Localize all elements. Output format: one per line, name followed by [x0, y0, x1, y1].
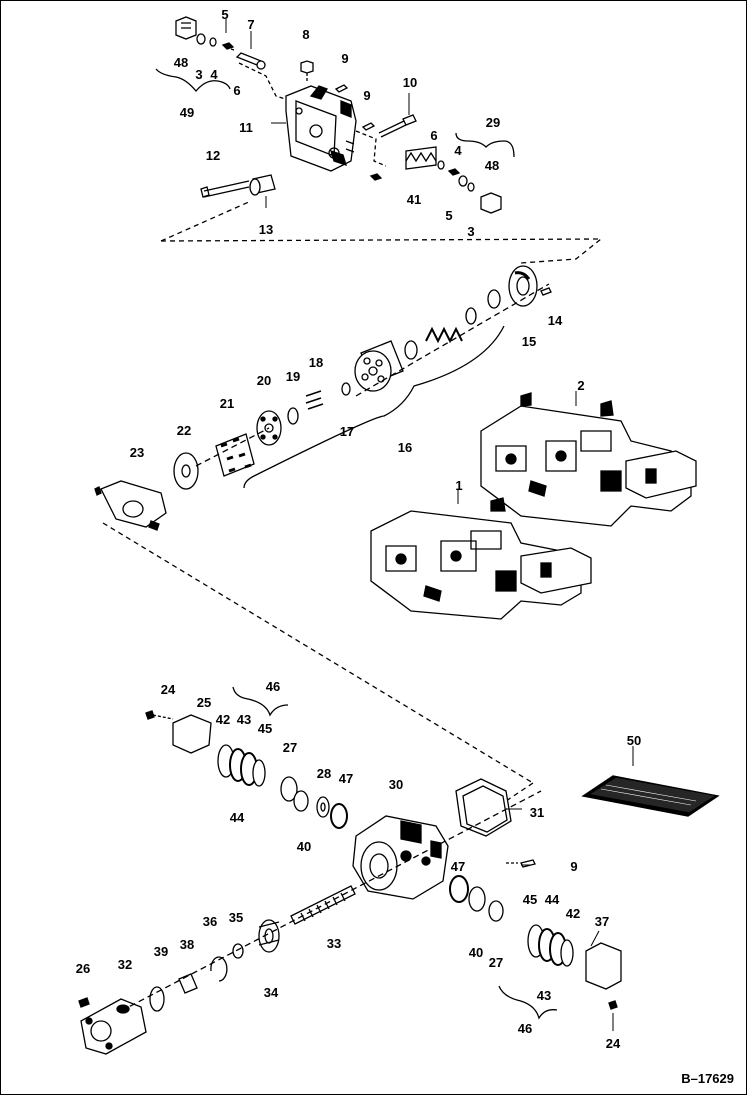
dowel-9b: [361, 122, 376, 131]
callout-22: 22: [176, 423, 192, 438]
callout-4: 4: [454, 143, 462, 158]
callout-29: 29: [485, 115, 501, 130]
callout-41: 41: [406, 192, 422, 207]
gear-pump-32-drawing: [80, 998, 147, 1055]
callout-8: 8: [302, 27, 310, 42]
bracket-29: [455, 132, 515, 158]
callout-5: 5: [445, 208, 453, 223]
callout-7: 7: [247, 17, 255, 32]
port-plate-15-drawing: [508, 265, 538, 307]
callout-11: 11: [239, 120, 253, 135]
callout-25: 25: [196, 695, 212, 710]
thrust-washer-22-drawing: [173, 452, 199, 490]
callout-38: 38: [179, 937, 195, 952]
cover-25-drawing: [172, 714, 212, 754]
callout-32: 32: [117, 957, 133, 972]
callout-43: 43: [536, 988, 552, 1003]
callout-44: 44: [544, 892, 560, 907]
plug-8-drawing: [300, 60, 314, 74]
callout-3: 3: [195, 67, 203, 82]
dowel-9a: [334, 84, 349, 93]
callout-9: 9: [341, 51, 349, 66]
callout-40: 40: [296, 839, 312, 854]
callout-48: 48: [173, 55, 189, 70]
figure-code: B–17629: [681, 1071, 734, 1086]
callout-42: 42: [565, 906, 581, 921]
callout-17: 17: [339, 424, 355, 439]
coupler-38-drawing: [178, 973, 198, 994]
callout-18: 18: [308, 355, 324, 370]
decal-50-drawing: [581, 775, 720, 817]
callout-27: 27: [282, 740, 298, 755]
callout-34: 34: [263, 985, 279, 1000]
bracket-49: [155, 68, 231, 93]
callout-6: 6: [430, 128, 438, 143]
callout-20: 20: [256, 373, 272, 388]
callout-48: 48: [484, 158, 500, 173]
callout-21: 21: [219, 396, 235, 411]
callout-49: 49: [179, 105, 195, 120]
callout-15: 15: [521, 334, 537, 349]
callout-27: 27: [488, 955, 504, 970]
shaft-33-drawing: [290, 885, 356, 925]
callout-46: 46: [517, 1021, 533, 1036]
callout-37: 37: [594, 914, 610, 929]
pump-assembly-1-drawing: [370, 497, 592, 620]
callout-14: 14: [547, 313, 563, 328]
charge-pump-cover-group: [155, 16, 603, 264]
callout-19: 19: [285, 369, 301, 384]
plug-48b-drawing: [480, 192, 502, 214]
callout-6: 6: [233, 83, 241, 98]
pump-assembly-2-drawing: [480, 392, 697, 527]
bolt-12-drawing: [200, 180, 250, 198]
callout-45: 45: [522, 892, 538, 907]
callout-39: 39: [153, 944, 169, 959]
callout-4: 4: [210, 67, 218, 82]
callout-26: 26: [75, 961, 91, 976]
swashplate-23-drawing: [100, 480, 167, 528]
callout-50: 50: [626, 733, 642, 748]
bracket-46-bottom: [498, 985, 558, 1020]
callout-47: 47: [338, 771, 354, 786]
leader-lines: [225, 19, 634, 1031]
callout-36: 36: [202, 914, 218, 929]
bracket-16: [243, 325, 505, 489]
callout-47: 47: [450, 859, 466, 874]
callout-10: 10: [402, 75, 418, 90]
callout-16: 16: [397, 440, 413, 455]
callout-9: 9: [570, 859, 578, 874]
rotating-group: [94, 265, 552, 802]
bolt-10-drawing: [378, 114, 417, 138]
callout-12: 12: [205, 148, 221, 163]
callout-44: 44: [229, 810, 245, 825]
callout-13: 13: [258, 222, 274, 237]
callout-45: 45: [257, 721, 273, 736]
cylinder-spring-drawing: [425, 326, 463, 344]
cover-37-drawing: [585, 942, 622, 990]
callout-1: 1: [455, 478, 463, 493]
callout-28: 28: [316, 766, 332, 781]
callout-35: 35: [228, 910, 244, 925]
bracket-46-top: [232, 686, 289, 717]
callout-5: 5: [221, 7, 229, 22]
callout-9: 9: [363, 88, 371, 103]
callout-43: 43: [236, 712, 252, 727]
callout-24: 24: [160, 682, 176, 697]
callout-46: 46: [265, 679, 281, 694]
callout-23: 23: [129, 445, 145, 460]
callout-31: 31: [529, 805, 545, 820]
callout-42: 42: [215, 712, 231, 727]
callout-33: 33: [326, 936, 342, 951]
callout-24: 24: [605, 1036, 621, 1051]
housing-group: [78, 686, 622, 1055]
spring-41-drawing: [405, 151, 437, 163]
callout-3: 3: [467, 224, 475, 239]
callout-2: 2: [577, 378, 585, 393]
callout-40: 40: [468, 945, 484, 960]
callout-30: 30: [388, 777, 404, 792]
